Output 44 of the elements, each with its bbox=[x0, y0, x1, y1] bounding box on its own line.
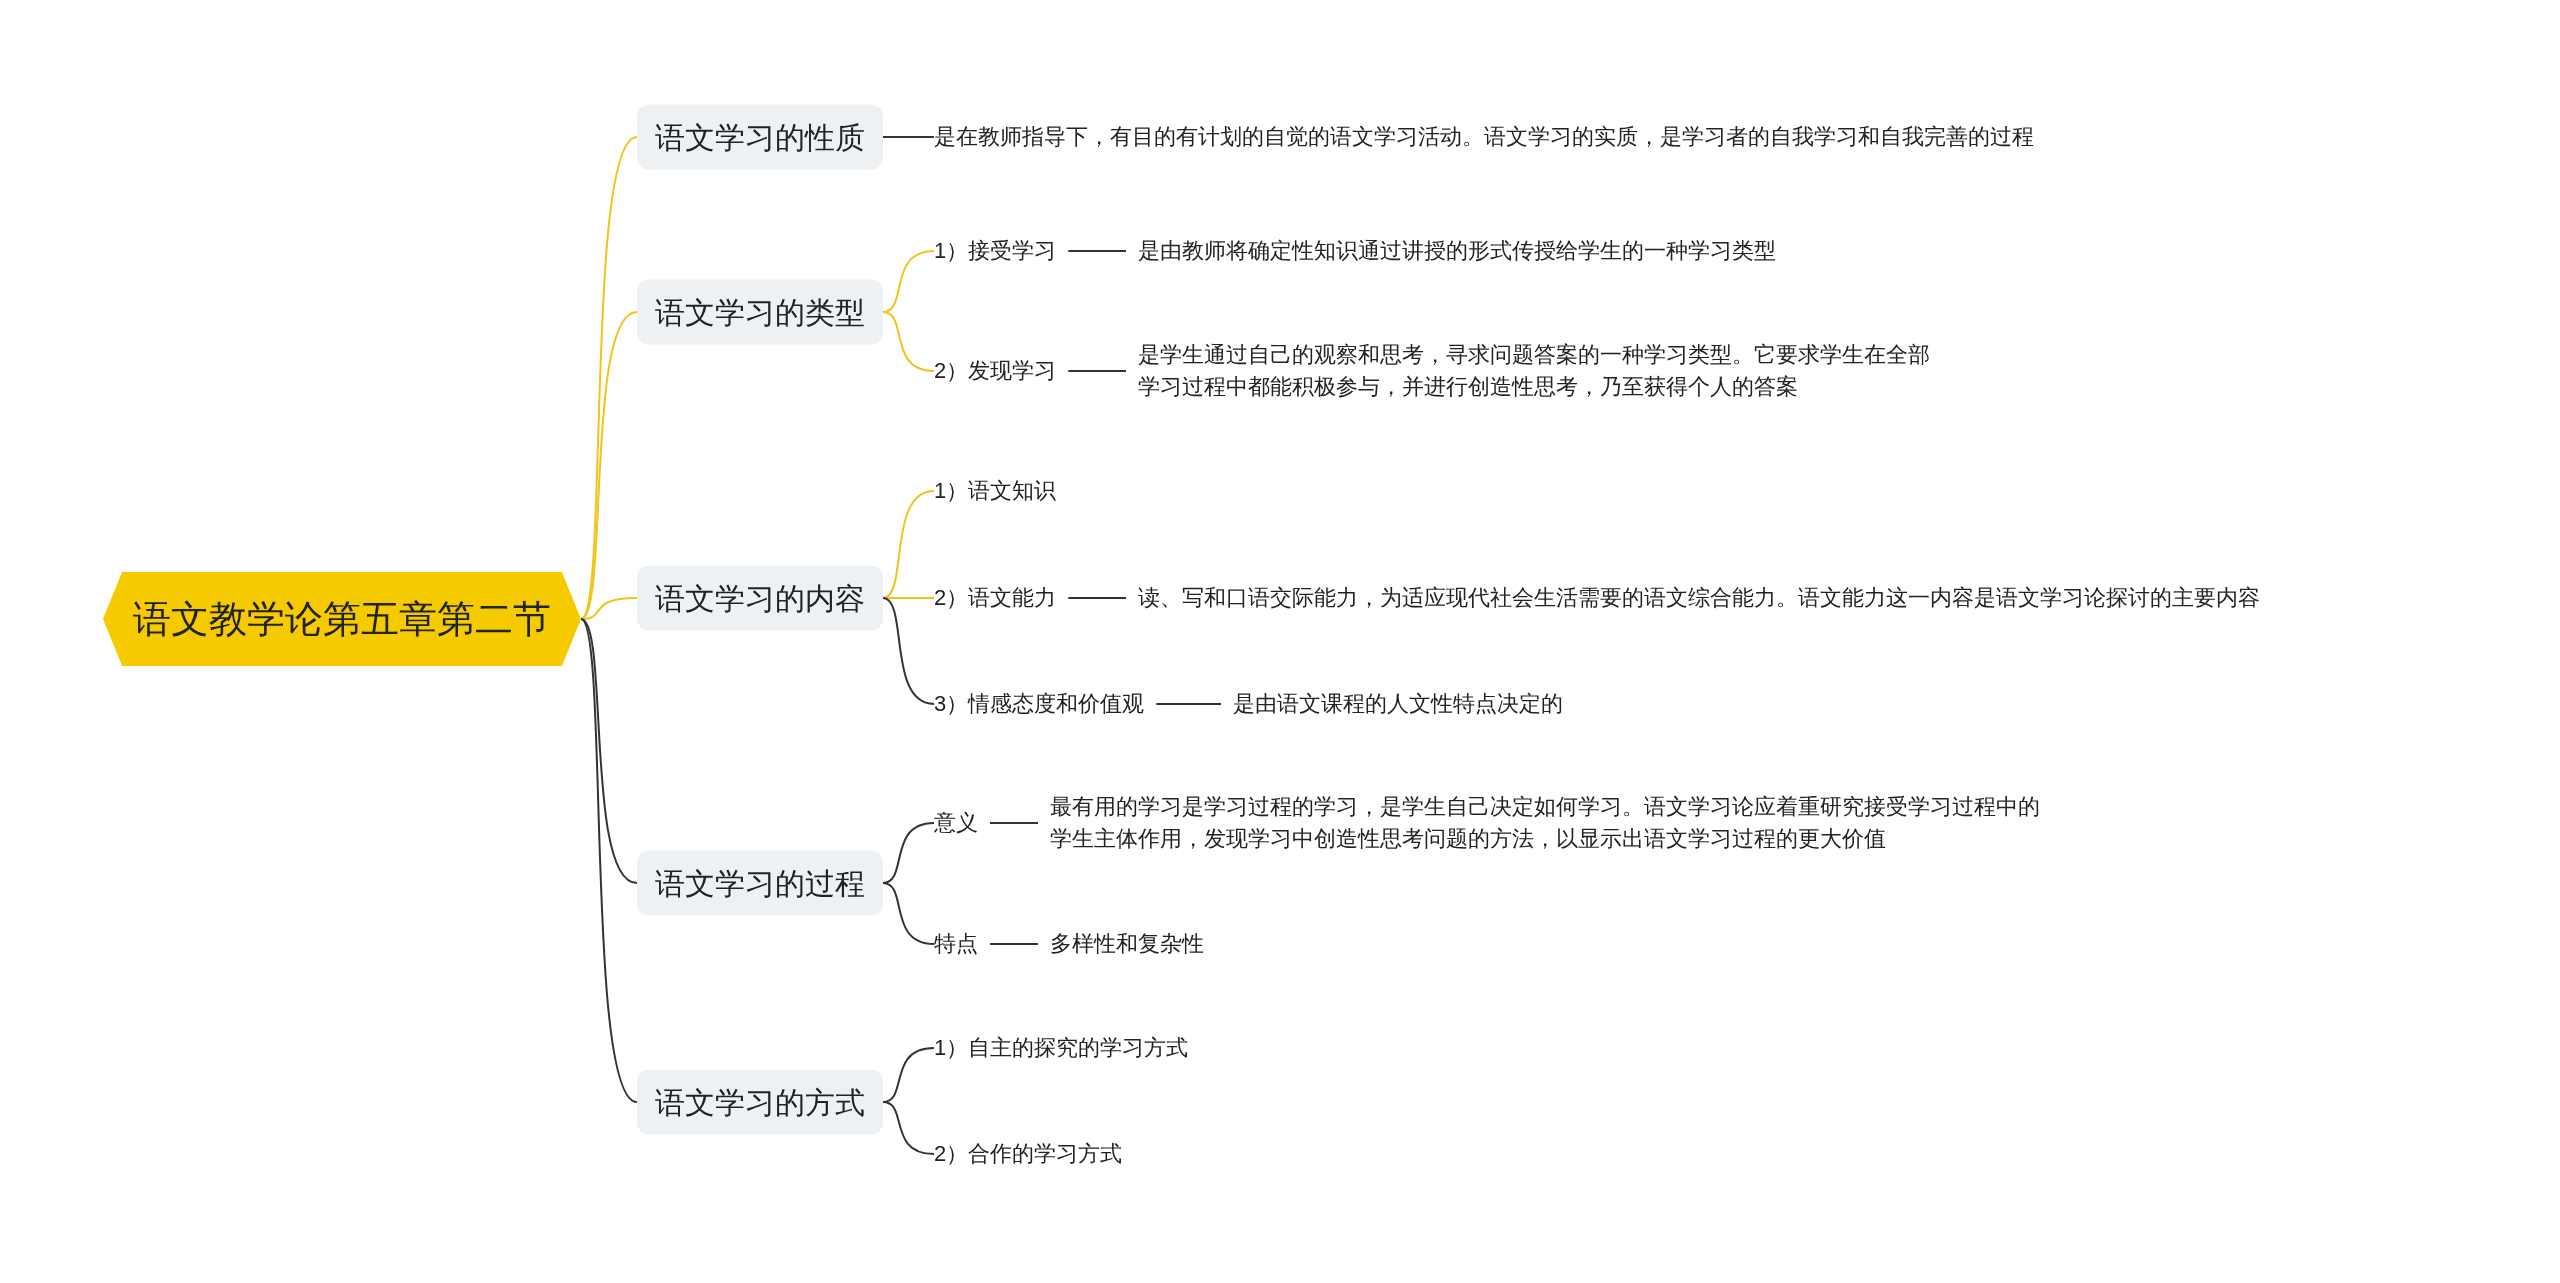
topic-label: 语文学习的方式 bbox=[655, 1084, 865, 1121]
branch-text: 2）语文能力 bbox=[934, 584, 1057, 612]
branch-text: 意义 bbox=[934, 809, 978, 837]
branch-text: 最有用的学习是学习过程的学习，是学生自己决定如何学习。语文学习论应着重研究接受学习过程中的学生主体作用，发现学习中创造性思考问题的方法，以显示出语文学习过程的更大价值 bbox=[1050, 793, 2041, 853]
connector-line bbox=[882, 882, 935, 945]
connector-line bbox=[1067, 250, 1127, 252]
connector-line bbox=[580, 618, 638, 884]
branch-text: 是学生通过自己的观察和思考，寻求问题答案的一种学习类型。它要求学生在全部学习过程中都能积极参与，并进行创造性思考，乃至获得个人的答案 bbox=[1138, 341, 1931, 401]
connector-line bbox=[882, 490, 935, 599]
branch-text: 1）自主的探究的学习方式 bbox=[934, 1034, 1189, 1062]
connector-line bbox=[580, 618, 638, 1103]
branch-text: 多样性和复杂性 bbox=[1050, 930, 1204, 958]
topic-box bbox=[637, 279, 883, 345]
connector-line bbox=[580, 136, 638, 620]
root-hexagon bbox=[103, 572, 581, 666]
branch-text: 1）接受学习 bbox=[934, 237, 1057, 265]
branch-text: 1）语文知识 bbox=[934, 477, 1057, 505]
branch-text: 3）情感态度和价值观 bbox=[934, 690, 1145, 718]
topic-label: 语文学习的性质 bbox=[655, 119, 865, 156]
connector-line bbox=[882, 311, 935, 372]
connector-line bbox=[989, 943, 1039, 945]
connector-line bbox=[882, 136, 935, 138]
connector-line bbox=[1067, 597, 1127, 599]
branch-text: 读、写和口语交际能力，为适应现代社会生活需要的语文综合能力。语文能力这一内容是语文学习论探讨的主要内容 bbox=[1138, 584, 2260, 612]
topic-box bbox=[637, 850, 883, 916]
topic-box bbox=[637, 1069, 883, 1135]
connector-line bbox=[882, 1101, 935, 1155]
connector-line bbox=[1155, 703, 1222, 705]
topic-box bbox=[637, 104, 883, 170]
branch-text: 特点 bbox=[934, 930, 978, 958]
topic-label: 语文学习的内容 bbox=[655, 580, 865, 617]
branch-text: 是由语文课程的人文性特点决定的 bbox=[1233, 690, 1563, 718]
connector-line bbox=[1067, 370, 1127, 372]
branch-text: 是由教师将确定性知识通过讲授的形式传授给学生的一种学习类型 bbox=[1138, 237, 1776, 265]
branch-text: 是在教师指导下，有目的有计划的自觉的语文学习活动。语文学习的实质，是学习者的自我学习和自我完善的过程 bbox=[934, 123, 2034, 151]
connector-line bbox=[989, 822, 1039, 824]
root-title: 语文教学论第五章第二节 bbox=[133, 596, 551, 642]
topic-label: 语文学习的类型 bbox=[655, 294, 865, 331]
branch-text: 2）合作的学习方式 bbox=[934, 1140, 1123, 1168]
topic-label: 语文学习的过程 bbox=[655, 865, 865, 902]
branch-text: 2）发现学习 bbox=[934, 357, 1057, 385]
connector-line bbox=[882, 597, 935, 705]
connector-line bbox=[580, 311, 638, 620]
topic-box bbox=[637, 565, 883, 631]
